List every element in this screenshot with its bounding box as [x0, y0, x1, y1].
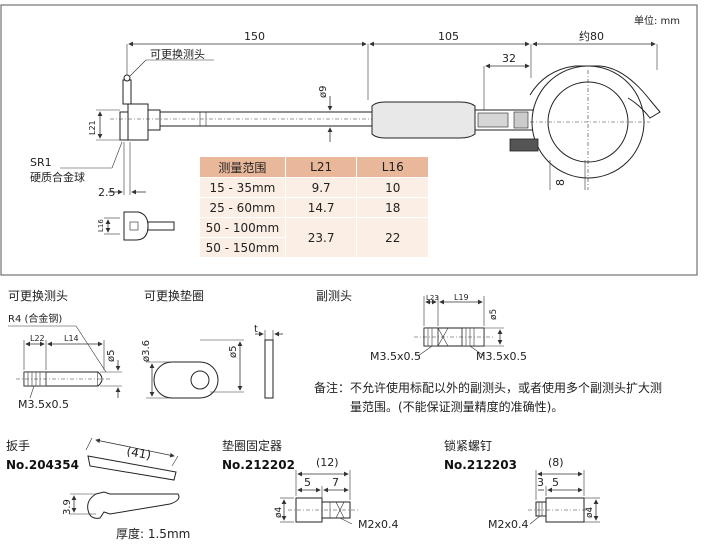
cell-l16: 10 — [356, 177, 429, 198]
washer-holder-number: No.212202 — [222, 458, 295, 472]
lock-screw-phi4: ø4 — [585, 506, 595, 518]
aux-thread-left: M3.5x0.5 — [370, 350, 421, 363]
cell-l21: 23.7 — [284, 217, 358, 258]
tip-phi5: ø5 — [106, 350, 117, 362]
wrench-title: 扳手 — [6, 439, 30, 453]
cell-l21: 14.7 — [284, 197, 358, 218]
aux-l23: L23 — [426, 294, 439, 302]
table-row: 25 - 60mm 14.7 18 — [199, 197, 429, 218]
cell-range: 15 - 35mm — [199, 177, 286, 198]
wrench-dim-3-9: 3.9 — [62, 499, 73, 515]
note-line2: 量范围。(不能保证测量精度的准确性)。 — [350, 399, 563, 414]
label-replaceable-tip: 可更换测头 — [150, 47, 205, 61]
dim-32: 32 — [502, 52, 516, 65]
aux-thread-right: M3.5x0.5 — [476, 350, 527, 363]
washer-phi5: ø5 — [228, 346, 239, 358]
tip-title: 可更换测头 — [8, 289, 68, 303]
lock-screw-thread: M2x0.4 — [488, 518, 529, 531]
main-frame — [0, 4, 698, 276]
cell-range: 25 - 60mm — [199, 197, 286, 218]
dim-2-5: 2.5 — [98, 186, 116, 199]
tip-l14: L14 — [64, 334, 79, 343]
cell-l16: 18 — [356, 197, 429, 218]
washer-holder-d7: 7 — [332, 476, 339, 489]
tip-r4: R4 (合金钢) — [8, 312, 62, 325]
header-range: 测量范围 — [199, 156, 286, 178]
washer-holder-phi4: ø4 — [274, 506, 284, 518]
header-l21: L21 — [284, 156, 358, 178]
label-carbide-ball: 硬质合金球 — [30, 170, 85, 184]
aux-drawing — [414, 296, 504, 357]
dim-l16: L16 — [97, 219, 105, 232]
header-l16: L16 — [356, 156, 429, 178]
washer-holder-length: (12) — [316, 456, 339, 469]
label-sr1: SR1 — [30, 156, 52, 169]
lock-screw-number: No.212203 — [444, 458, 517, 472]
spec-table-header: 测量范围 L21 L16 — [199, 156, 429, 178]
unit-label: 单位: mm — [634, 14, 680, 27]
washer-holder-thread: M2x0.4 — [358, 518, 399, 531]
aux-l19: L19 — [454, 293, 469, 302]
cell-l21: 9.7 — [284, 177, 358, 198]
washer-title: 可更换垫圈 — [144, 288, 204, 303]
table-row: 50 - 100mm 23.7 22 — [199, 217, 429, 258]
lock-screw-d5: 5 — [552, 476, 559, 489]
wrench-length: (41) — [125, 444, 152, 462]
wrench-number: No.204354 — [6, 458, 79, 472]
dim-150: 150 — [244, 30, 265, 43]
cell-range: 50 - 100mm — [199, 217, 286, 238]
washer-holder-d5: 5 — [304, 476, 311, 489]
note-line1: 备注：不允许使用标配以外的副测头，或者使用多个副测头扩大测 — [314, 380, 662, 395]
table-row: 50 - 150mm — [199, 237, 429, 258]
washer-holder-title: 垫圈固定器 — [222, 438, 282, 453]
spec-table: 测量范围 L21 L16 15 - 35mm 9.7 10 25 - 60mm … — [199, 156, 429, 258]
dim-105: 105 — [438, 30, 459, 43]
wrench-thickness: 厚度: 1.5mm — [116, 526, 190, 541]
lock-screw-length: (8) — [548, 456, 564, 469]
dim-8: 8 — [554, 179, 567, 186]
cell-range: 50 - 150mm — [199, 237, 286, 258]
tip-thread: M3.5x0.5 — [18, 398, 69, 411]
washer-phi3-6: ø3.6 — [141, 340, 152, 362]
bore-gauge-drawing — [60, 41, 661, 241]
washer-holder-drawing — [280, 470, 358, 525]
dim-about-80: 约80 — [579, 30, 604, 43]
wrench-drawing — [70, 437, 180, 519]
washer-drawing — [146, 330, 283, 399]
tip-drawing — [8, 325, 122, 399]
lock-screw-drawing — [528, 470, 600, 525]
washer-t: t — [254, 324, 258, 335]
aux-phi5: ø5 — [489, 309, 499, 320]
tip-l22: L22 — [30, 334, 45, 343]
cell-l16: 22 — [356, 217, 429, 258]
lock-screw-d3: 3 — [537, 476, 544, 489]
aux-title: 副测头 — [316, 289, 352, 303]
dim-phi9: ø9 — [318, 86, 329, 98]
lock-screw-title: 锁紧螺钉 — [444, 438, 492, 453]
dim-l21: L21 — [88, 120, 97, 135]
table-row: 15 - 35mm 9.7 10 — [199, 177, 429, 198]
